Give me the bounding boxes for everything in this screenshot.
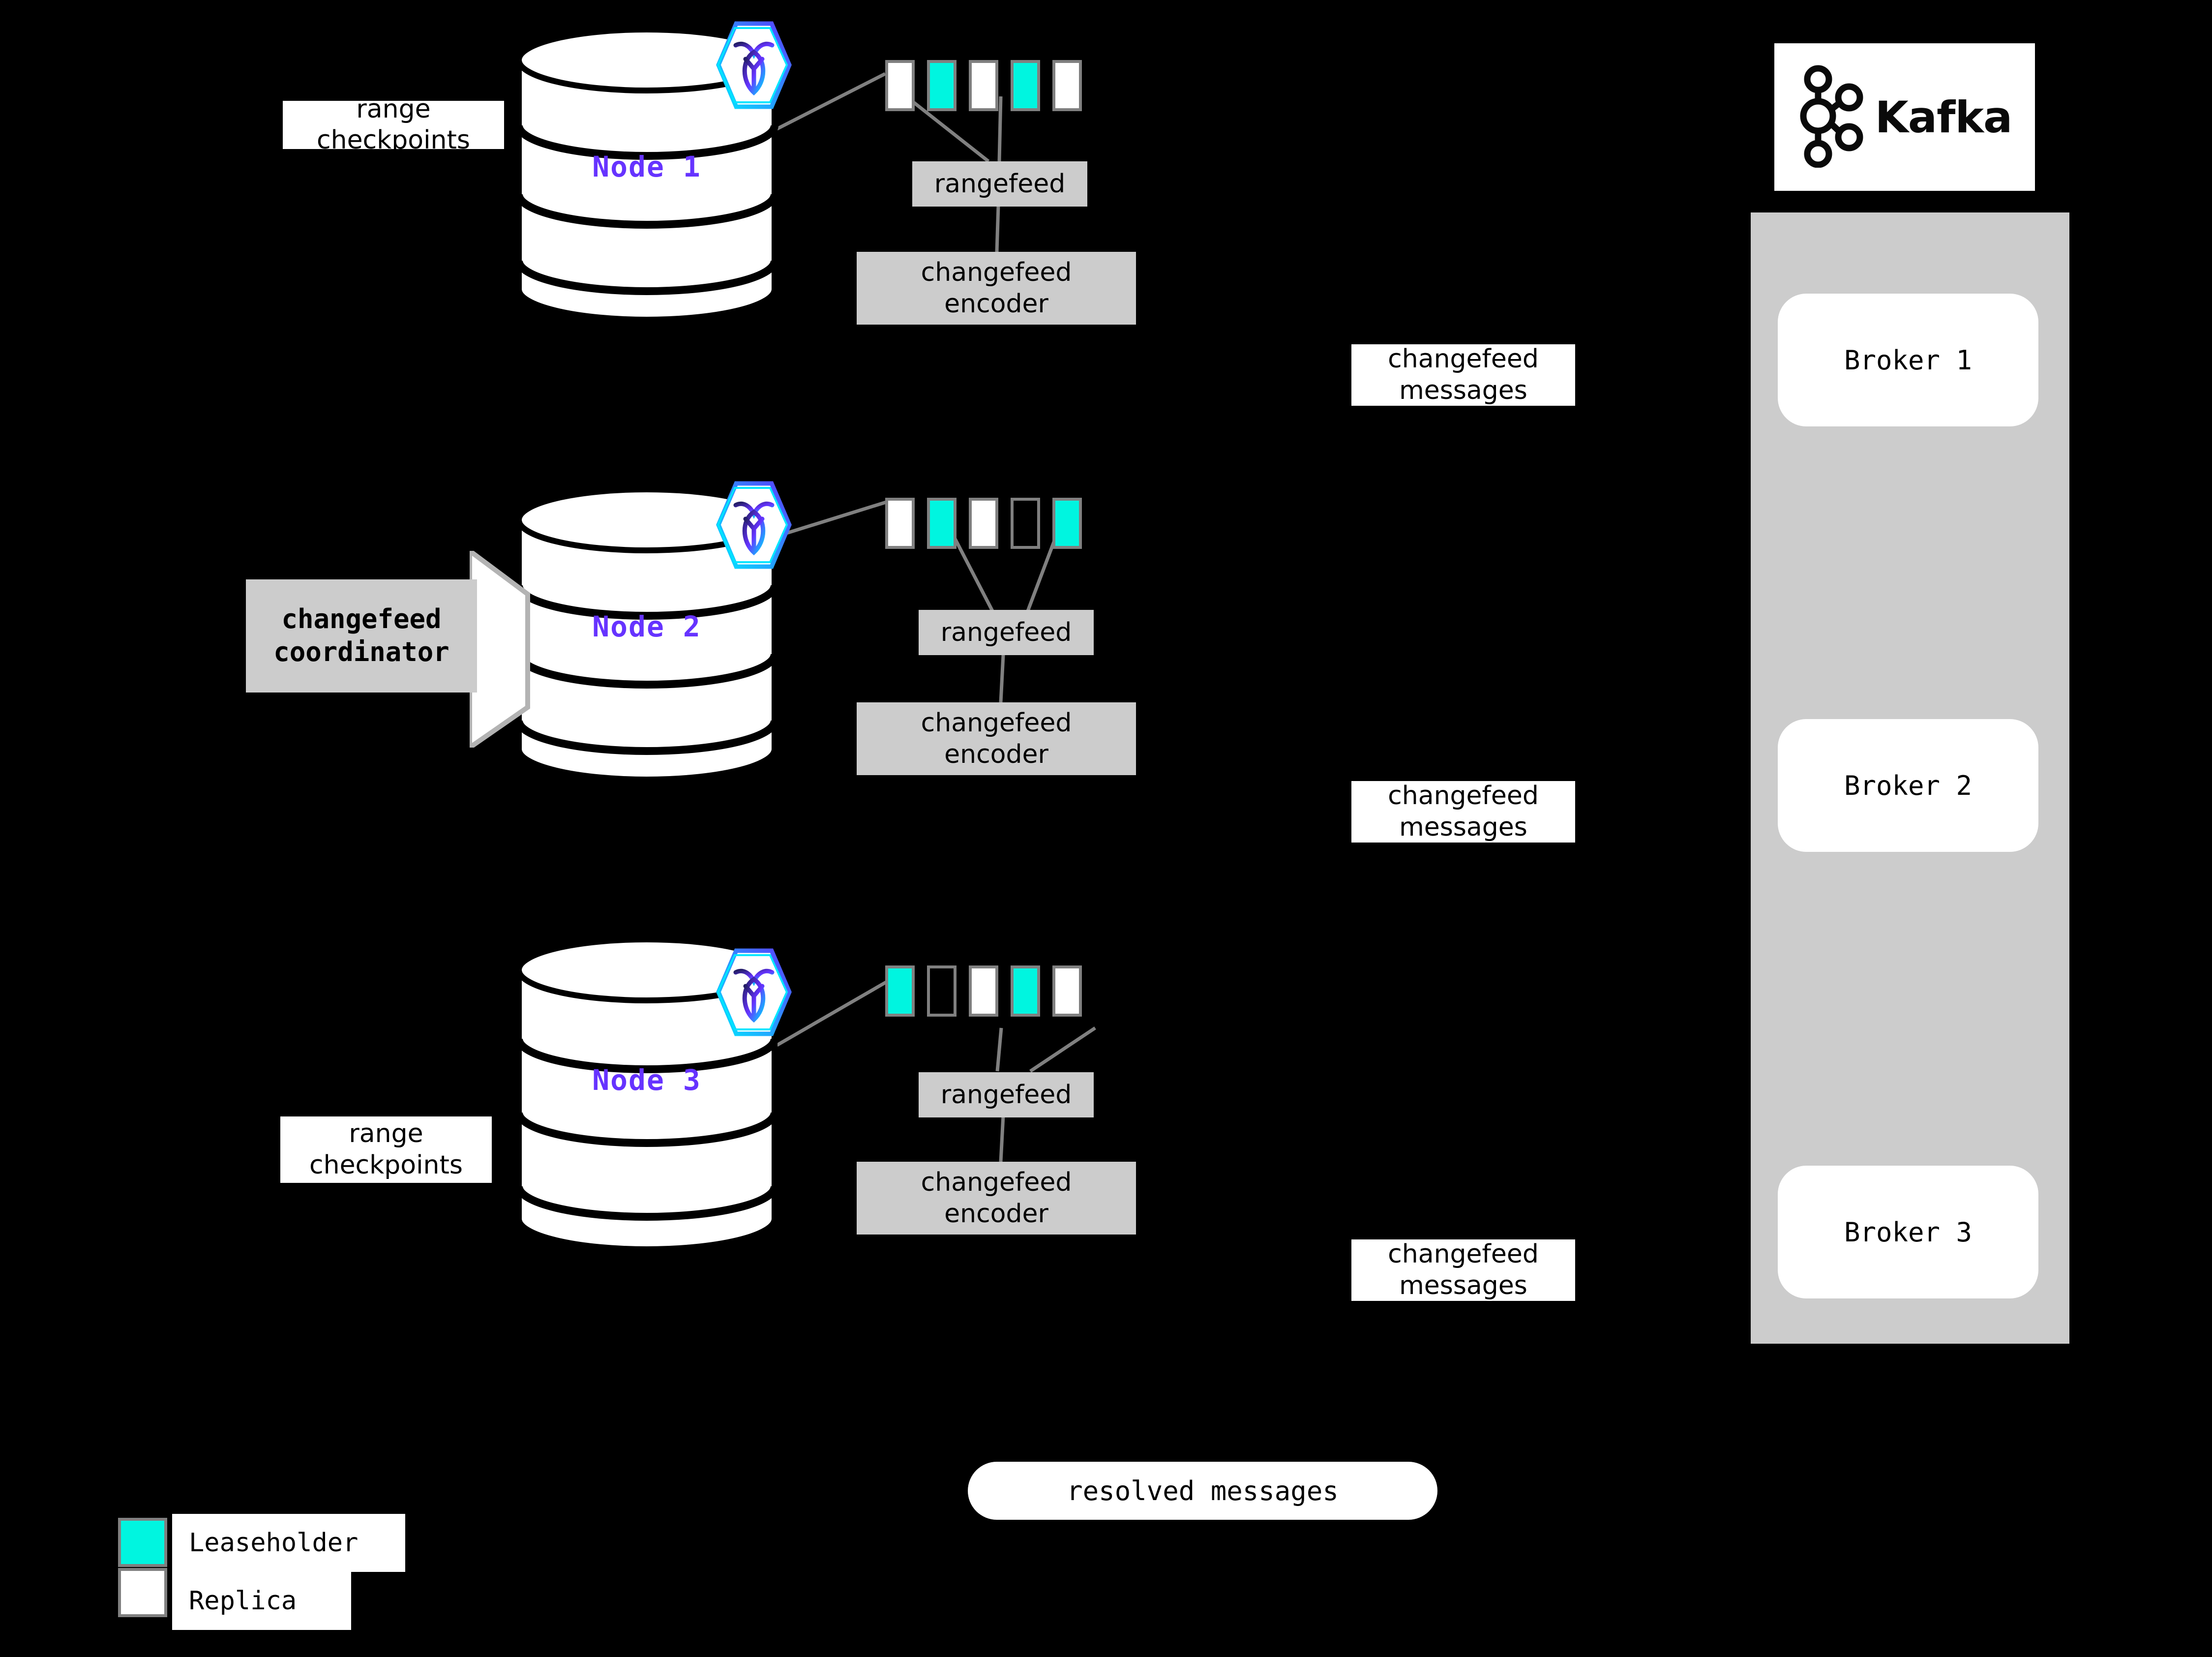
range-leaseholder[interactable] [927, 60, 957, 111]
node-1-ranges [885, 60, 1082, 111]
range-leaseholder[interactable] [1052, 498, 1082, 549]
node-1-changefeed-encoder-box[interactable]: changefeed encoder [857, 252, 1136, 325]
node-1-range-checkpoints-label: range checkpoints [283, 101, 504, 149]
legend-label-replica: Replica [172, 1572, 351, 1630]
cockroachdb-logo-icon [712, 480, 796, 571]
range-leaseholder[interactable] [1011, 965, 1040, 1017]
cockroachdb-logo-icon [712, 947, 796, 1038]
legend-label-leaseholder: Leaseholder [172, 1514, 405, 1572]
legend-swatch-leaseholder [118, 1518, 167, 1567]
node-2-label: Node 2 [592, 610, 701, 643]
range-replica[interactable] [885, 498, 915, 549]
node-1-cylinder: Node 1 [514, 25, 779, 325]
changefeed-coordinator-callout-tail [467, 546, 538, 753]
kafka-broker-panel: Broker 1 Broker 2 Broker 3 [1751, 212, 2069, 1344]
node-3-range-checkpoints-label: range checkpoints [280, 1116, 492, 1183]
range-leaseholder[interactable] [927, 498, 957, 549]
range-replica[interactable] [885, 60, 915, 111]
range-replica[interactable] [1052, 60, 1082, 111]
node-2-ranges [885, 498, 1082, 549]
changefeed-messages-label-1: changefeed messages [1351, 344, 1575, 406]
range-replica[interactable] [1052, 965, 1082, 1017]
range-empty[interactable] [1011, 498, 1040, 549]
range-leaseholder[interactable] [1011, 60, 1040, 111]
range-empty[interactable] [927, 965, 957, 1017]
node-3-ranges [885, 965, 1082, 1017]
node-1-rangefeed-box[interactable]: rangefeed [912, 161, 1087, 207]
node-1-label: Node 1 [592, 150, 701, 183]
legend: Leaseholder Replica [118, 1514, 526, 1632]
node-3-changefeed-encoder-box[interactable]: changefeed encoder [857, 1162, 1136, 1235]
kafka-logo-box: Kafka [1774, 43, 2035, 191]
node-2-rangefeed-box[interactable]: rangefeed [919, 610, 1094, 655]
node-2-changefeed-encoder-box[interactable]: changefeed encoder [857, 702, 1136, 775]
changefeed-messages-label-3: changefeed messages [1351, 1239, 1575, 1301]
node-2-cylinder: Node 2 [514, 484, 779, 784]
node-3-label: Node 3 [592, 1063, 701, 1097]
resolved-messages-pill[interactable]: resolved messages [968, 1462, 1437, 1520]
kafka-wordmark: Kafka [1875, 91, 2013, 143]
changefeed-messages-label-2: changefeed messages [1351, 781, 1575, 843]
range-replica[interactable] [969, 60, 998, 111]
range-leaseholder[interactable] [885, 965, 915, 1017]
changefeed-coordinator-box[interactable]: changefeed coordinator [246, 579, 477, 693]
kafka-logo-icon [1797, 64, 1866, 170]
cockroachdb-logo-icon [712, 20, 796, 111]
range-replica[interactable] [969, 498, 998, 549]
node-3-cylinder: Node 3 [514, 934, 779, 1254]
broker-2[interactable]: Broker 2 [1778, 719, 2038, 852]
node-3-rangefeed-box[interactable]: rangefeed [919, 1072, 1094, 1117]
broker-3[interactable]: Broker 3 [1778, 1166, 2038, 1298]
broker-1[interactable]: Broker 1 [1778, 294, 2038, 426]
range-replica[interactable] [969, 965, 998, 1017]
legend-swatch-replica [118, 1568, 167, 1617]
